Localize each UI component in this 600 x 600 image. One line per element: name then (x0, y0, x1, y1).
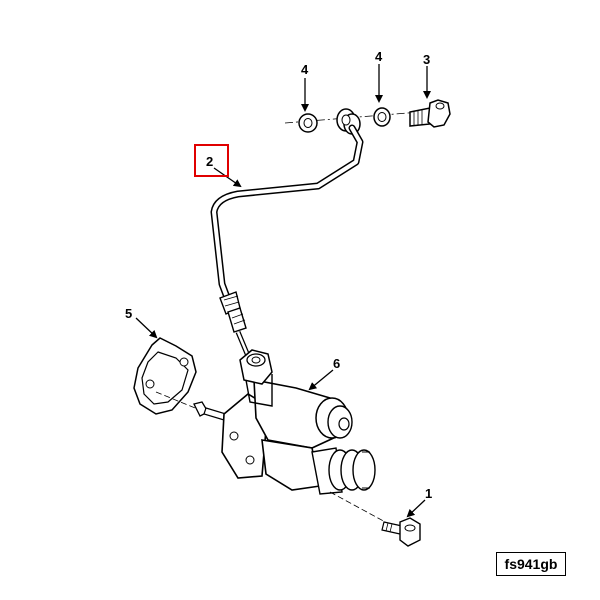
leader-arrow-5 (135, 317, 158, 339)
leader-arrow-1 (406, 499, 426, 518)
gasket (133, 337, 197, 415)
mounting-bolt-left (155, 391, 227, 421)
callout-4b: 4 (375, 49, 383, 64)
pump-bolt (329, 491, 421, 547)
callout-2: 2 (206, 154, 213, 169)
figure-code-label: fs941gb (496, 552, 566, 576)
fuel-supply-line (210, 124, 364, 357)
fuel-transfer-pump (221, 349, 376, 495)
callout-2-highlight (194, 144, 229, 177)
callout-6: 6 (333, 356, 340, 371)
sealing-washer-right (373, 107, 391, 127)
sealing-washer-left (298, 113, 318, 133)
callout-3: 3 (423, 52, 430, 67)
callout-1: 1 (425, 486, 432, 501)
callout-4a: 4 (301, 62, 309, 77)
leader-arrow-6 (308, 369, 334, 391)
callout-5: 5 (125, 306, 132, 321)
banjo-bolt (409, 99, 451, 128)
